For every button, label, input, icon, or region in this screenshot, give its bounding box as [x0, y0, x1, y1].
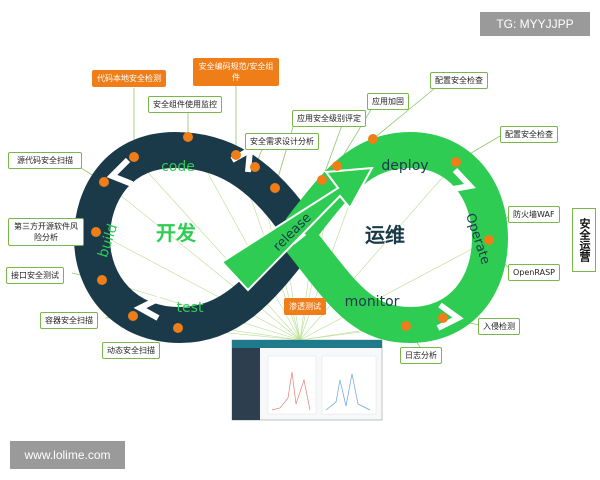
label-secure-coding: 安全编码规范/安全组件: [193, 58, 279, 86]
security-operations-label: 安全运营: [572, 208, 596, 272]
stage-deploy: deploy: [381, 158, 428, 174]
label-firewall: 防火墙WAF: [508, 206, 560, 223]
watermark-top: TG: MYYJJPP: [480, 12, 590, 36]
label-app-hardening: 应用加固: [367, 93, 409, 110]
label-config-check-top: 配置安全检查: [430, 72, 488, 89]
stage-test: test: [177, 300, 204, 316]
connection-dots: [91, 132, 494, 333]
stage-monitor: monitor: [345, 294, 400, 310]
label-third-party-risk: 第三方开源软件风险分析: [8, 218, 84, 246]
watermark-bottom: www.lolime.com: [10, 441, 125, 469]
ops-center-label: 运维: [365, 223, 405, 247]
dashboard-thumbnail: [231, 339, 383, 421]
label-intrusion: 入侵检测: [478, 318, 520, 335]
label-api-test: 接口安全测试: [6, 267, 64, 284]
label-source-scan: 源代码安全扫描: [8, 152, 82, 169]
label-local-code-check: 代码本地安全检测: [92, 70, 166, 87]
label-pentest: 渗透测试: [284, 298, 326, 315]
label-log-analysis: 日志分析: [400, 347, 442, 364]
release-arrow: [220, 166, 374, 292]
label-config-check-right: 配置安全检查: [500, 126, 558, 143]
label-component-monitor: 安全组件使用监控: [148, 96, 222, 113]
dev-center-label: 开发: [156, 221, 197, 245]
label-dynamic-scan: 动态安全扫描: [102, 342, 160, 359]
stage-code: code: [161, 159, 195, 175]
label-container-scan: 容器安全扫描: [40, 312, 98, 329]
label-requirement-analysis: 安全需求设计分析: [245, 133, 319, 150]
label-app-security-rating: 应用安全级别评定: [292, 110, 366, 127]
label-openrasp: OpenRASP: [508, 264, 560, 281]
